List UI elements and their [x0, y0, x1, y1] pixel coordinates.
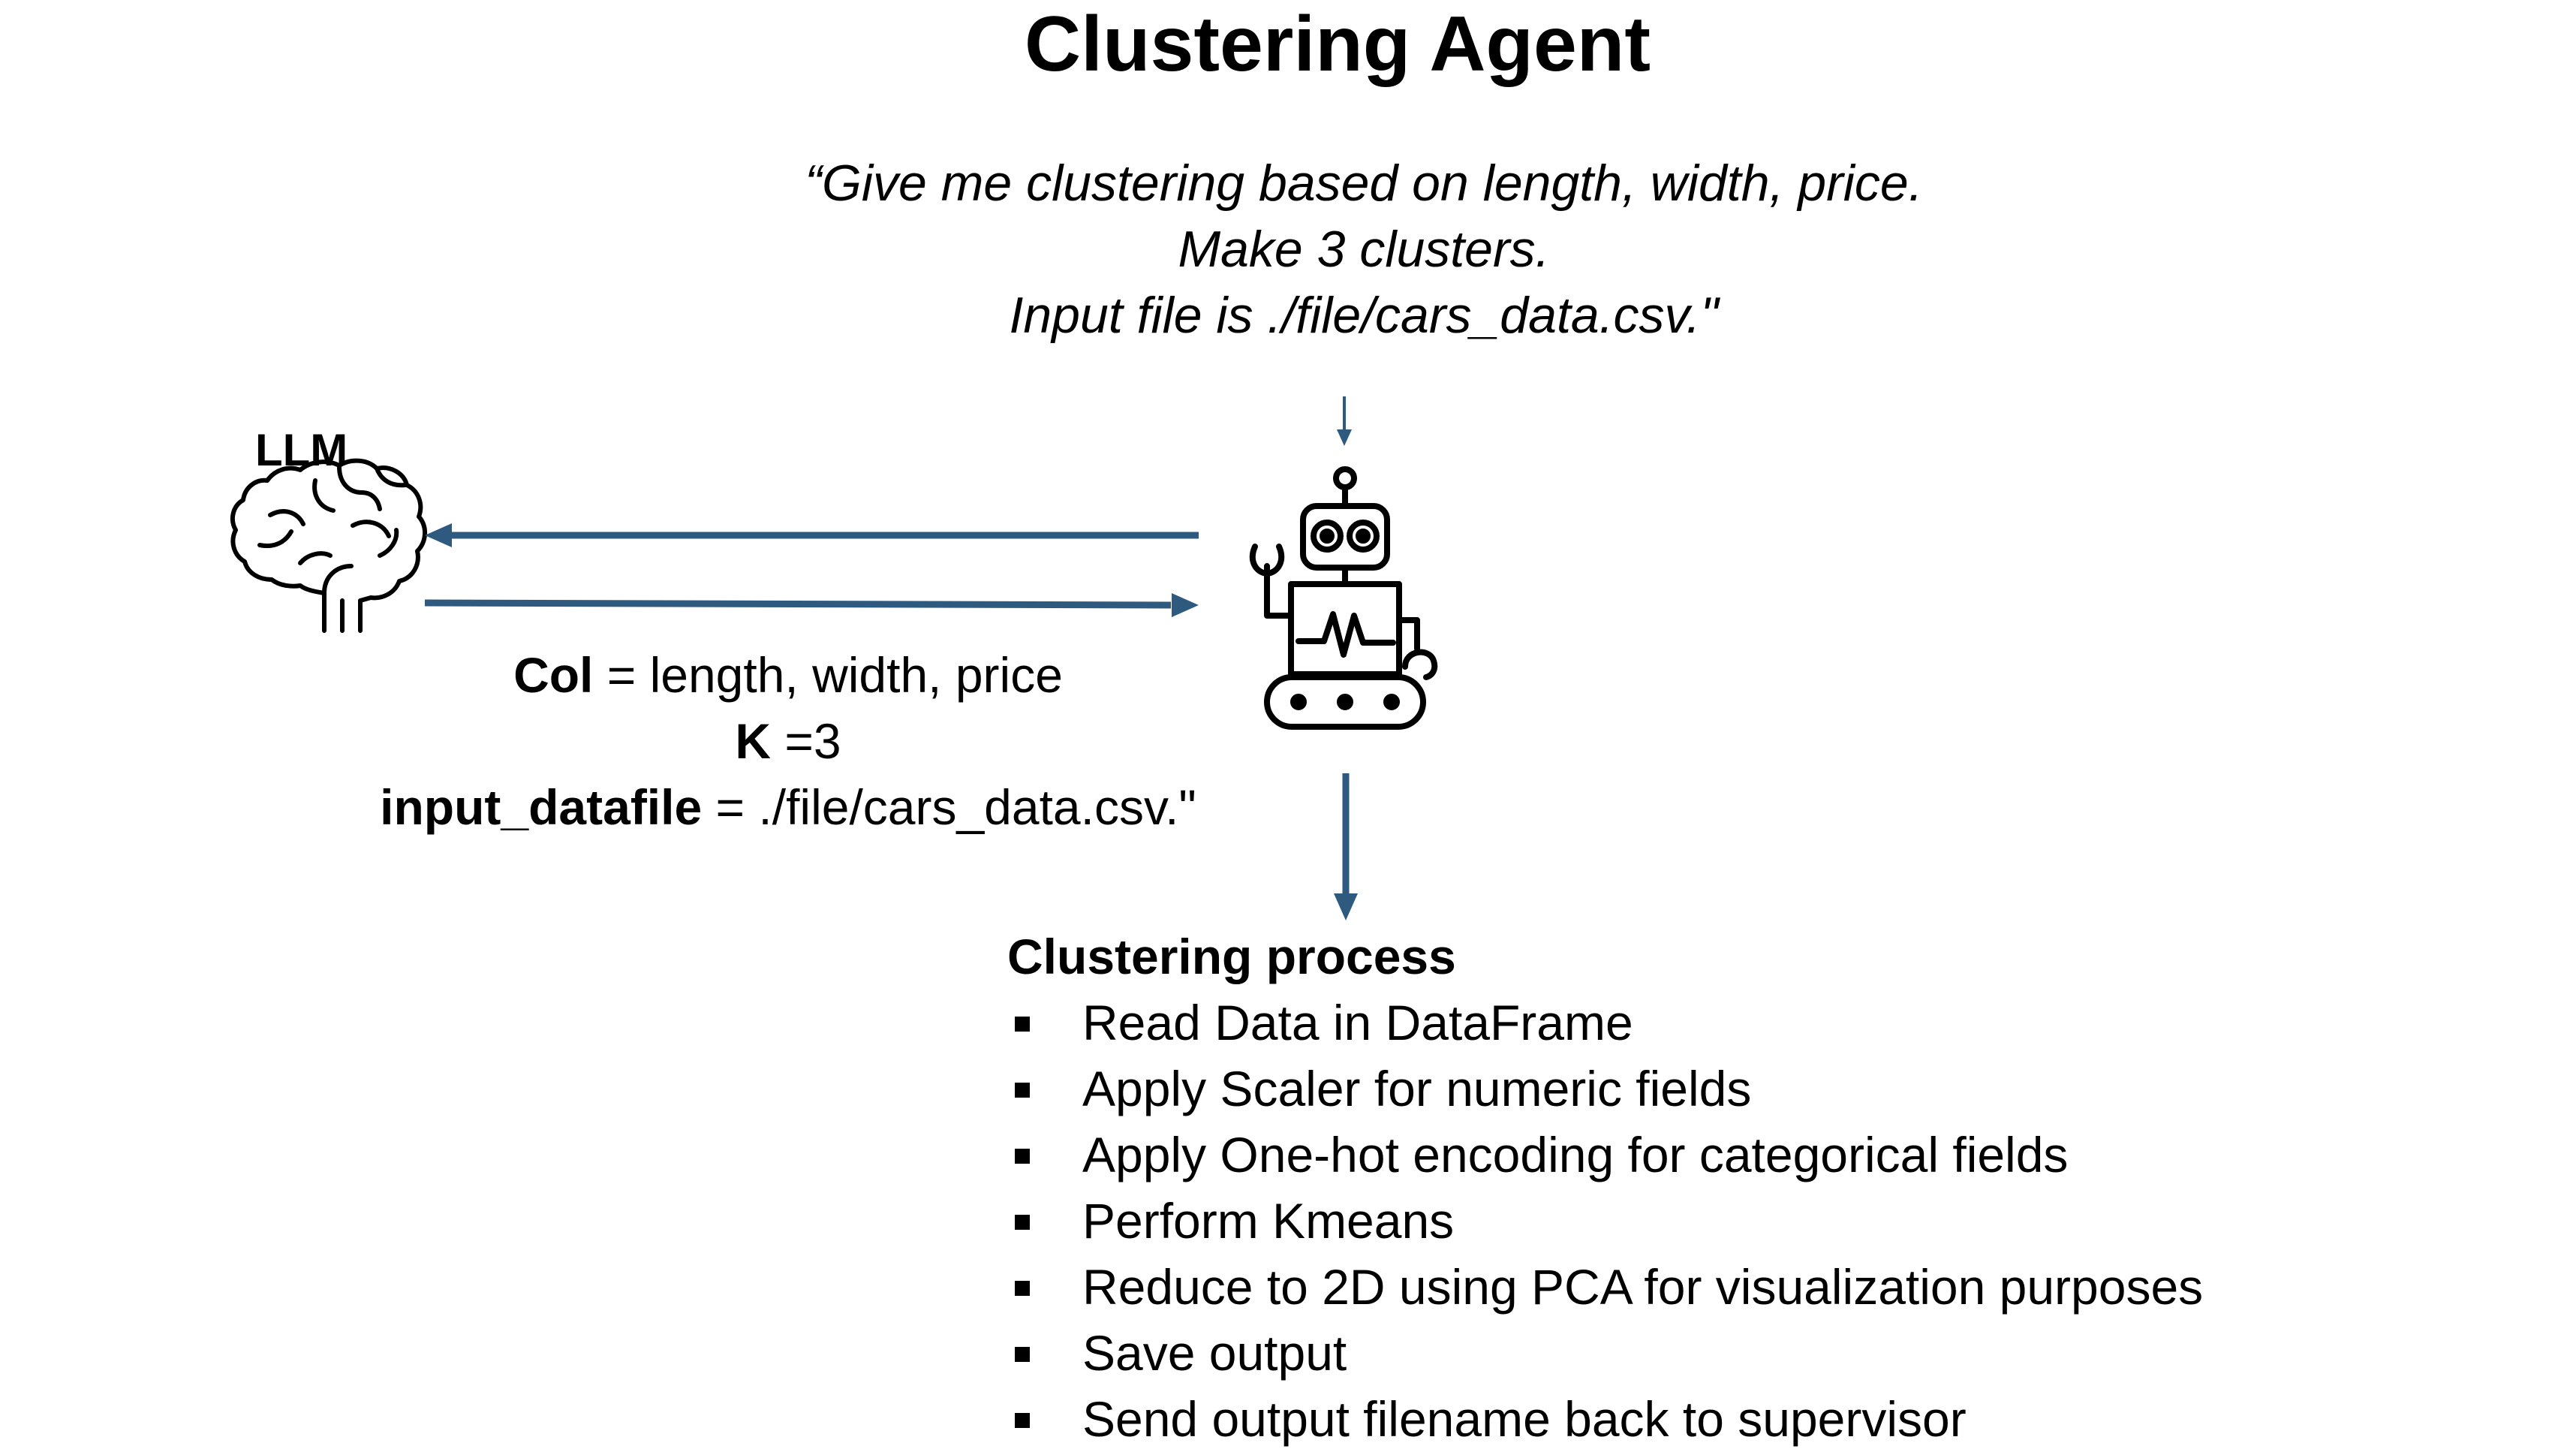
user-query-line-3: Input file is ./file/cars_data.csv."	[1009, 287, 1719, 344]
process-step: Perform Kmeans	[1007, 1188, 2508, 1254]
param-col-key: Col	[513, 647, 594, 703]
bullet-icon	[1015, 1281, 1030, 1296]
process-step: Send output filename back to supervisor	[1007, 1386, 2508, 1452]
process-step-label: Apply Scaler for numeric fields	[1082, 1061, 1752, 1116]
process-step-label: Save output	[1082, 1325, 1347, 1381]
robot-icon	[1249, 466, 1438, 730]
process-step-label: Read Data in DataFrame	[1082, 995, 1633, 1050]
page-title: Clustering Agent	[1025, 1, 1651, 88]
process-step: Apply One-hot encoding for categorical f…	[1007, 1122, 2508, 1188]
brain-icon	[230, 458, 427, 633]
clustering-process: Clustering process Read Data in DataFram…	[1007, 923, 2508, 1452]
param-file-value: = ./file/cars_data.csv."	[702, 779, 1196, 835]
bullet-icon	[1015, 1149, 1030, 1164]
process-title: Clustering process	[1007, 929, 1456, 984]
bullet-icon	[1015, 1413, 1030, 1428]
bullet-icon	[1015, 1017, 1030, 1032]
param-file: input_datafile = ./file/cars_data.csv."	[300, 774, 1276, 840]
process-step: Reduce to 2D using PCA for visualization…	[1007, 1254, 2508, 1320]
arrow-to-llm	[425, 523, 1199, 547]
param-k-key: K	[735, 713, 772, 769]
param-file-key: input_datafile	[380, 779, 703, 835]
process-step: Read Data in DataFrame	[1007, 990, 2508, 1056]
llm-output-params: Col = length, width, price K =3 input_da…	[300, 642, 1276, 840]
process-step: Save output	[1007, 1320, 2508, 1386]
arrow-agent-to-process	[1334, 773, 1358, 920]
arrow-query-to-agent	[1337, 396, 1352, 446]
user-query-line-1: “Give me clustering based on length, wid…	[805, 155, 1923, 212]
param-col: Col = length, width, price	[300, 642, 1276, 708]
process-step-label: Reduce to 2D using PCA for visualization…	[1082, 1259, 2204, 1315]
process-steps: Read Data in DataFrame Apply Scaler for …	[1007, 990, 2508, 1452]
arrow-to-agent	[424, 593, 1199, 617]
process-step-label: Send output filename back to supervisor	[1082, 1391, 1967, 1447]
bullet-icon	[1015, 1347, 1030, 1362]
bullet-icon	[1015, 1215, 1030, 1230]
user-query: “Give me clustering based on length, wid…	[737, 150, 1991, 348]
user-query-line-2: Make 3 clusters.	[1178, 221, 1550, 278]
param-k: K =3	[300, 708, 1276, 774]
param-col-value: = length, width, price	[593, 647, 1063, 703]
bullet-icon	[1015, 1083, 1030, 1098]
process-step: Apply Scaler for numeric fields	[1007, 1056, 2508, 1122]
process-step-label: Perform Kmeans	[1082, 1193, 1455, 1249]
param-k-value: =3	[771, 713, 841, 769]
process-step-label: Apply One-hot encoding for categorical f…	[1082, 1127, 2069, 1182]
